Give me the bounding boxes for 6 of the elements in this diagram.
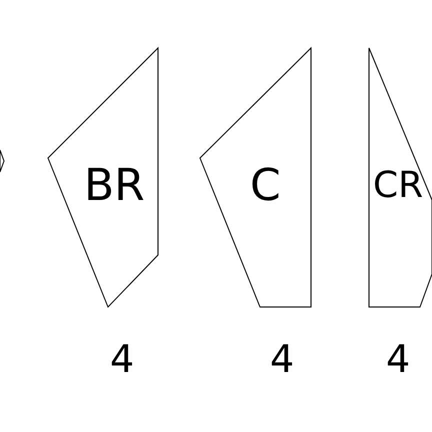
count-label: 4	[270, 340, 294, 378]
shape-label: CR	[373, 168, 424, 204]
shape-label: BR	[84, 164, 145, 208]
count-label: 4	[386, 340, 410, 378]
shape-label: C	[250, 164, 281, 208]
count-label: 4	[110, 340, 134, 378]
